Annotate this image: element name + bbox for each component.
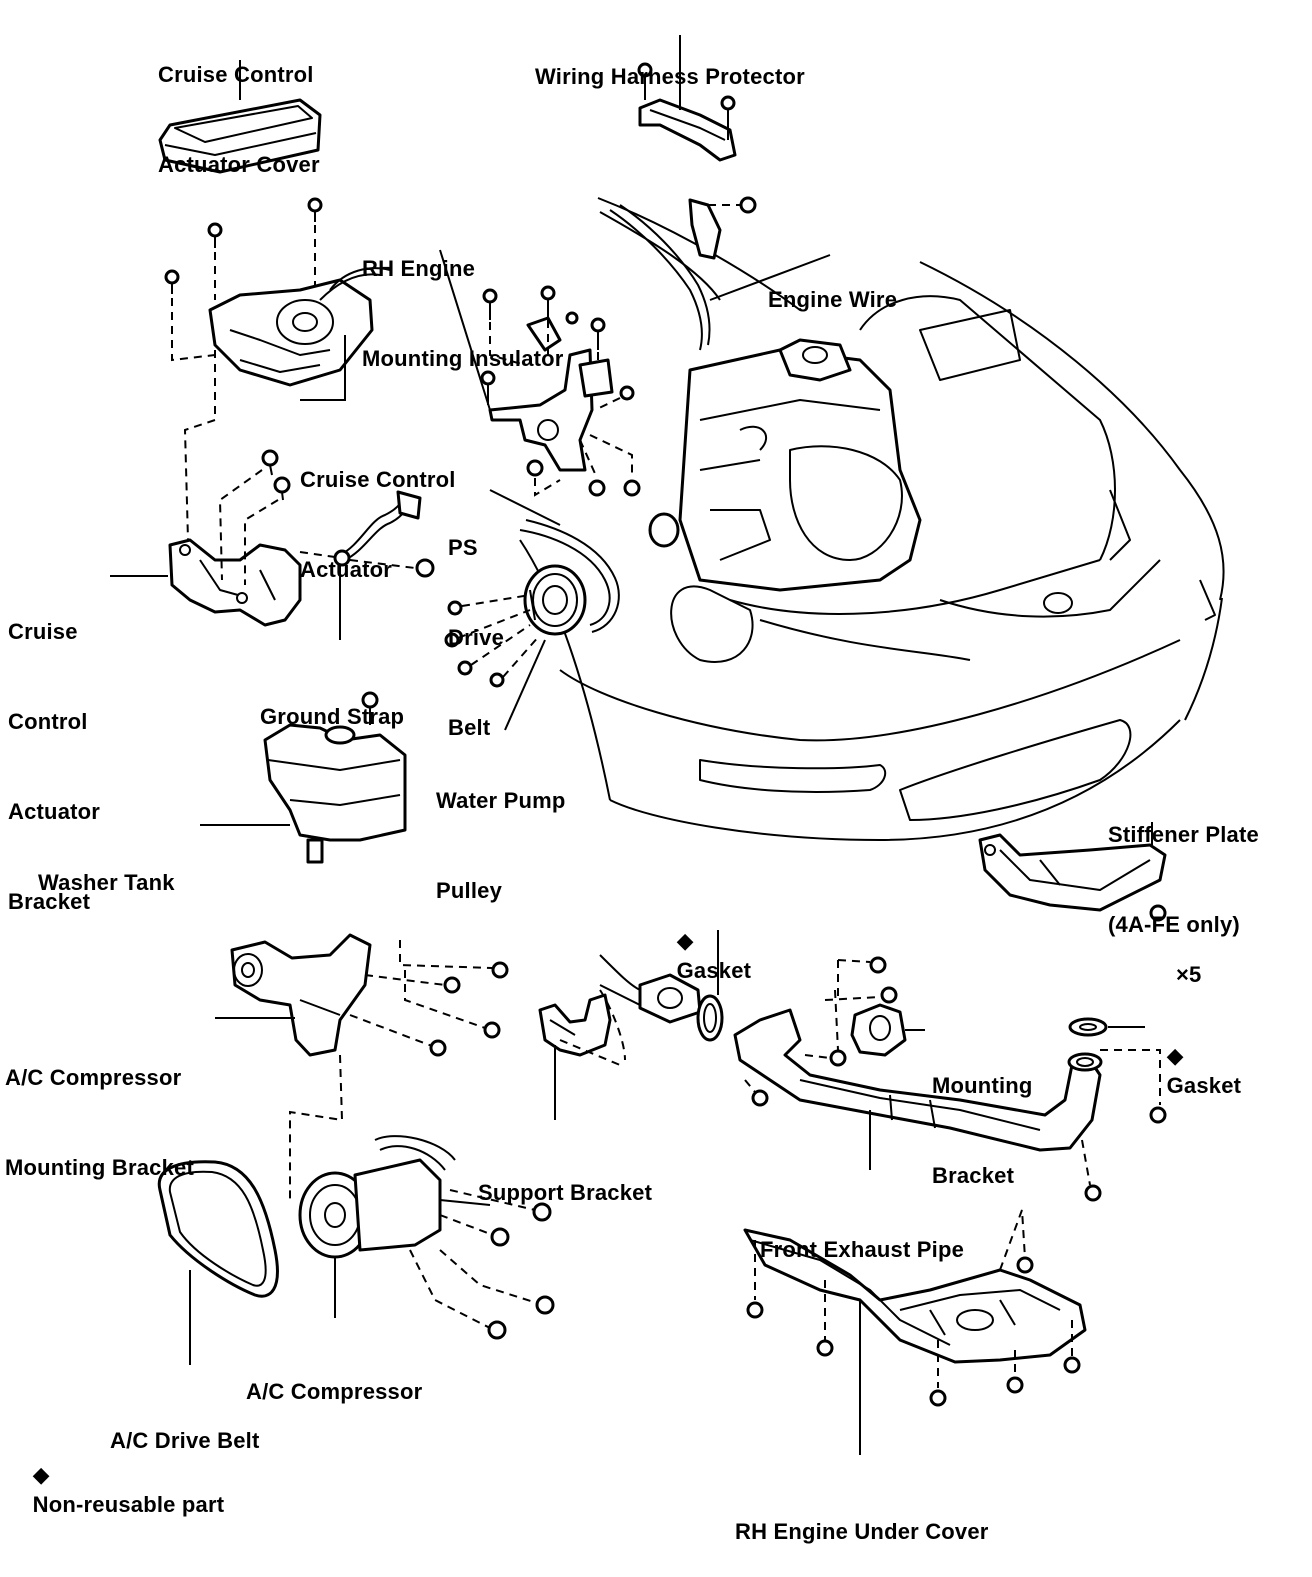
rh-engine-under-cover [743,1209,1087,1455]
label-line: Cruise Control [300,467,456,492]
label-rh-engine-under-cover: RH Engine Under Cover [735,1457,989,1577]
front-exhaust-pipe [733,1008,1167,1202]
label-support-bracket: Support Bracket [478,1118,652,1238]
label-line: Engine Wire [768,287,898,312]
label-line: Mounting Insulator [362,346,564,371]
ground-strap [299,490,435,640]
label-line: Mounting Bracket [5,1155,194,1180]
label-line: Washer Tank [38,870,175,895]
label-line: Cruise [8,619,78,644]
water-pump-pulley [444,564,587,731]
wiring-harness-protector [637,35,737,162]
label-line: Support Bracket [478,1180,653,1205]
label-cruise-control-actuator: Cruise Control Actuator [300,405,456,615]
label-wiring-harness-protector: Wiring Harness Protector [535,2,805,122]
label-line: Actuator [300,557,393,582]
label-line: RH Engine [362,256,476,281]
label-line: Bracket [932,1163,1015,1188]
label-line: A/C Drive Belt [110,1428,260,1453]
support-bracket [538,989,626,1120]
label-line: Pulley [436,878,503,903]
label-line: Water Pump [436,788,566,813]
label-line: PS [448,535,478,560]
label-line: Ground Strap [260,704,405,729]
label-line: Belt [448,715,491,740]
cruise-control-actuator-cover [158,60,322,174]
mounting-bracket [824,956,925,1057]
rh-engine-mounting-insulator [439,249,641,497]
label-cruise-control-actuator-bracket: Cruise Control Actuator Bracket [8,557,100,947]
label-line: Actuator [8,799,101,824]
label-stiffener-plate: Stiffener Plate (4A-FE only) [1108,760,1259,970]
label-line: Mounting [932,1073,1033,1098]
legend-text: Non-reusable part [32,1492,225,1517]
label-rh-engine-mounting-insulator: RH Engine Mounting Insulator [362,194,564,404]
label-front-exhaust-pipe: Front Exhaust Pipe [760,1175,964,1295]
label-line: RH Engine Under Cover [735,1519,989,1544]
label-ps-drive-belt: PS Drive Belt [448,473,504,773]
label-line: Control [8,709,88,734]
label-stiffener-quantity: ×5 [1176,900,1201,1020]
label-ac-compressor-mounting-bracket: A/C Compressor Mounting Bracket [5,1003,194,1213]
label-line: A/C Compressor [246,1379,423,1404]
label-line: Front Exhaust Pipe [760,1237,965,1262]
gasket-right [1068,1017,1145,1037]
label-line: Wiring Harness Protector [535,64,805,89]
label-washer-tank: Washer Tank [38,808,175,928]
vehicle-body-outline [519,197,1225,841]
label-line: ×5 [1176,962,1202,987]
washer-tank [200,691,407,864]
label-ac-drive-belt: A/C Drive Belt [110,1366,260,1486]
label-cruise-control-actuator-cover: Cruise Control Actuator Cover [158,0,320,210]
label-line: Gasket [1166,1073,1242,1098]
non-reusable-diamond-icon: ◆ [32,1462,50,1487]
ac-compressor [298,1135,555,1340]
label-line: Actuator Cover [158,152,320,177]
label-mounting-bracket: Mounting Bracket [932,1011,1033,1221]
non-reusable-diamond-icon: ◆ [1166,1043,1184,1068]
actuator-bolts [164,197,323,294]
label-line: Cruise Control [158,62,314,87]
label-line: Drive [448,625,505,650]
label-ac-compressor: A/C Compressor [246,1317,422,1437]
label-line: Gasket [676,958,752,983]
cruise-control-actuator [164,197,391,541]
legend-non-reusable-part: ◆ Non-reusable part [20,1430,224,1520]
label-water-pump-pulley: Water Pump Pulley [436,726,566,936]
ps-drive-belt [489,489,620,633]
label-line: Stiffener Plate [1108,822,1259,847]
ac-drive-belt [157,1160,279,1365]
engine-wire [609,196,831,351]
engine-block [648,338,922,592]
label-gasket-top: ◆ Gasket [664,896,751,986]
non-reusable-diamond-icon: ◆ [676,928,694,953]
label-line: A/C Compressor [5,1065,182,1090]
parts-drawing [110,35,1225,1455]
label-engine-wire: Engine Wire [768,225,897,345]
label-line: (4A-FE only) [1108,912,1240,937]
ac-compressor-mounting-bracket [215,933,509,1200]
label-gasket-right: ◆ Gasket [1154,1011,1241,1101]
stiffener-plate [978,822,1167,922]
label-ground-strap: Ground Strap [260,642,404,762]
exploded-parts-diagram: Cruise Control Actuator Cover Wiring Har… [5,0,1259,1544]
cruise-control-actuator-bracket [110,449,302,627]
gasket-top [696,930,724,1042]
label-line: Bracket [8,889,91,914]
